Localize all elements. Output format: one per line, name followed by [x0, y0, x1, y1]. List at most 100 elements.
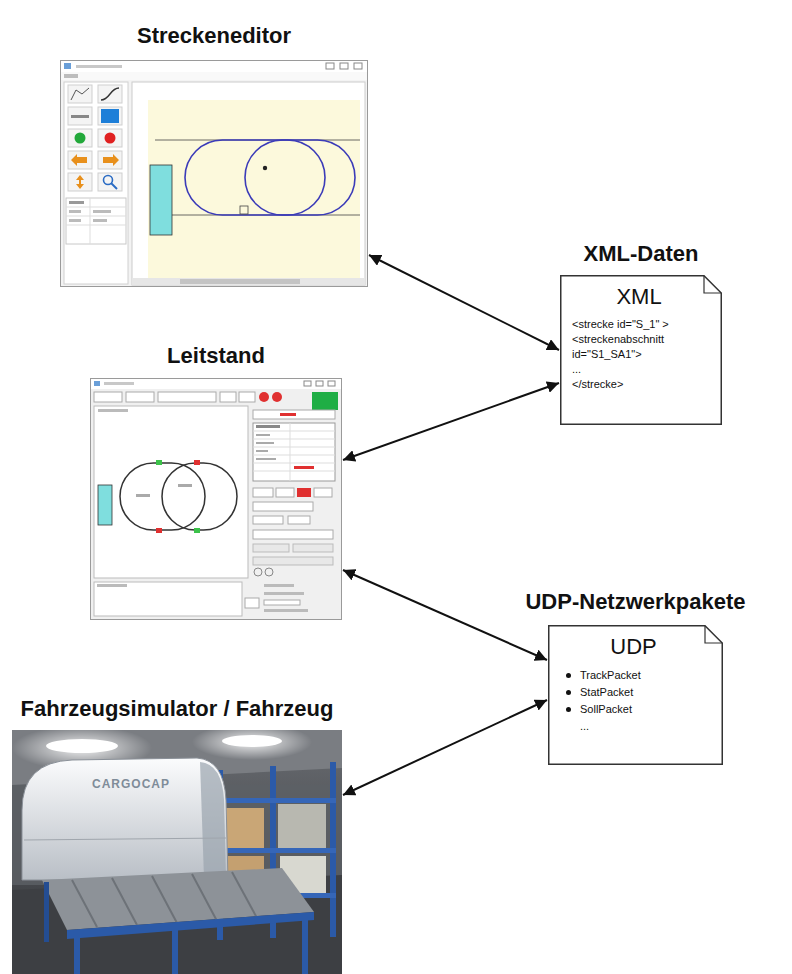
- document-line-row: ...: [572, 362, 706, 377]
- illustration-detail: [61, 72, 367, 80]
- illustration-detail: [66, 216, 126, 217]
- illustration-detail: [245, 140, 355, 215]
- illustration-detail: [340, 63, 348, 69]
- illustration-detail: [217, 848, 336, 853]
- illustration-detail: [132, 82, 365, 285]
- illustration-detail: [93, 219, 107, 222]
- illustration-detail: [264, 584, 294, 587]
- illustration-detail: [68, 107, 92, 125]
- illustration-detail: [98, 129, 122, 147]
- bullet-dot: [566, 690, 571, 695]
- vehicle-logo-text: CARGOCAP: [92, 777, 170, 791]
- node-heading: UDP-Netzwerkpakete: [525, 588, 745, 616]
- illustration-detail: [326, 63, 334, 69]
- illustration-detail: [290, 423, 291, 481]
- illustration-detail: [192, 730, 312, 760]
- illustration-detail: [71, 88, 89, 100]
- illustration-detail: [94, 392, 122, 402]
- screenshot-node: Fahrzeugsimulator / Fahrzeug: [12, 695, 342, 974]
- document-line-row: <streckenabschnitt id="S1_SA1">: [572, 332, 706, 362]
- illustration-detail: [253, 471, 335, 472]
- document-border: [549, 626, 723, 765]
- illustration-detail: [97, 584, 127, 587]
- illustration-detail: [152, 876, 177, 923]
- bullet-dot: [566, 673, 571, 678]
- illustration-detail: [220, 392, 236, 402]
- illustration-detail: [253, 431, 335, 432]
- double-arrow: [343, 383, 559, 460]
- document-title-row: UDP: [560, 633, 707, 661]
- illustration-detail: [232, 872, 257, 918]
- illustration-detail: [94, 381, 100, 386]
- illustration-detail: [68, 85, 92, 103]
- illustration-detail: [22, 758, 228, 880]
- document-line-row: ...: [560, 718, 707, 735]
- illustration-detail: [226, 808, 264, 848]
- illustration-detail: [98, 485, 112, 525]
- document-node: UDP-NetzwerkpaketeUDPTrackPacketStatPack…: [548, 588, 723, 765]
- document-line: <strecke id="S_1" >: [572, 318, 669, 330]
- picture-frame: [60, 60, 368, 287]
- heading-row: XML-Daten: [560, 240, 722, 268]
- illustration-detail: [302, 918, 308, 974]
- picture-frame: [12, 730, 342, 974]
- double-arrow: [369, 255, 559, 350]
- illustration-detail: [74, 935, 80, 974]
- illustration-detail: [253, 455, 335, 456]
- illustration-detail: [90, 198, 91, 244]
- illustration-detail: [312, 392, 338, 410]
- illustration-detail: [68, 173, 92, 191]
- illustration-detail: [66, 225, 126, 226]
- illustration-detail: [75, 133, 86, 144]
- document-line: ...: [580, 718, 589, 735]
- illustration-detail: [76, 175, 84, 189]
- illustration-detail: [253, 463, 335, 464]
- illustration-detail: [61, 61, 368, 287]
- document-line: SollPacket: [580, 701, 632, 718]
- bullet-dot: [566, 707, 571, 712]
- document-node: XML-DatenXML<strecke id="S_1" ><strecken…: [560, 240, 722, 425]
- illustration-detail: [94, 582, 242, 616]
- illustration-detail: [136, 494, 150, 497]
- illustration-detail: [178, 484, 192, 487]
- illustration-detail: [64, 63, 71, 69]
- document-line: TrackPacket: [580, 667, 641, 684]
- illustration-detail: [253, 516, 283, 524]
- illustration-detail: [91, 379, 341, 389]
- illustration-detail: [156, 528, 162, 533]
- document-border: [561, 276, 722, 425]
- editor-screenshot: [60, 60, 368, 287]
- illustration-detail: [150, 165, 172, 235]
- illustration-detail: [64, 82, 128, 284]
- illustration-detail: [272, 392, 282, 402]
- illustration-detail: [265, 568, 273, 576]
- illustration-detail: [69, 219, 81, 222]
- illustration-detail: [76, 65, 122, 68]
- illustration-detail: [68, 129, 92, 147]
- illustration-detail: [256, 458, 276, 460]
- illustration-detail: [72, 880, 97, 927]
- screenshot-node: Leitstand: [90, 342, 342, 620]
- document-line: </strecke>: [572, 378, 623, 390]
- illustration-detail: [256, 450, 268, 452]
- illustration-detail: [105, 133, 116, 144]
- illustration-detail: [111, 183, 117, 189]
- illustration-detail: [245, 598, 259, 608]
- document-title: UDP: [610, 634, 656, 659]
- illustration-detail: [112, 878, 137, 925]
- document-fold: [705, 626, 722, 643]
- illustration-detail: [288, 516, 310, 524]
- illustration-detail: [253, 530, 333, 539]
- illustration-detail: [71, 115, 89, 118]
- document-fold: [704, 276, 721, 293]
- document-line: ...: [572, 363, 581, 375]
- control-center-screenshot: [90, 378, 342, 620]
- illustration-detail: [98, 107, 122, 125]
- illustration-detail: [126, 392, 154, 402]
- double-arrow: [343, 570, 547, 660]
- illustration-detail: [259, 392, 269, 402]
- picture-frame: [90, 378, 342, 620]
- illustration-detail: [256, 442, 274, 444]
